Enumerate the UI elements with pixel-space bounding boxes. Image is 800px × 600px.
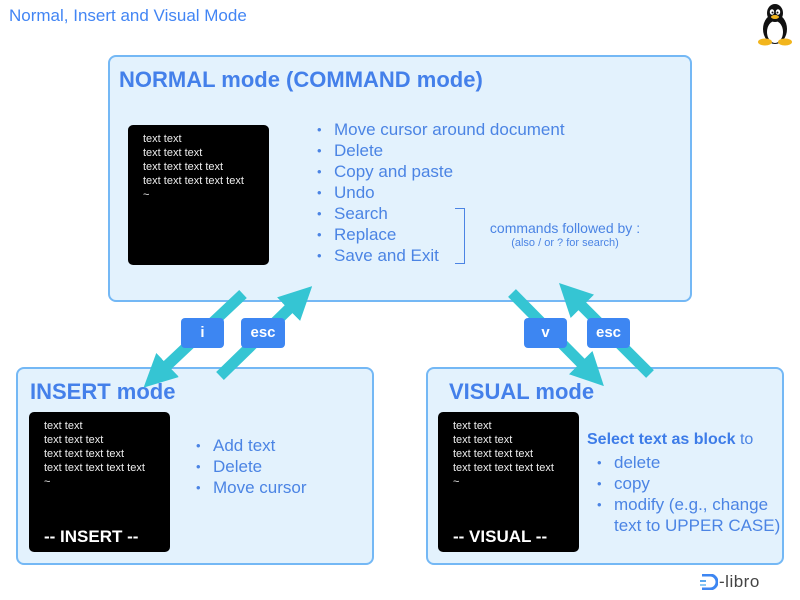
terminal-line: text text text text text [44, 462, 145, 474]
terminal-line: text text text text text [453, 462, 554, 474]
insert-mode-terminal: text text text text text text text text … [29, 412, 170, 552]
terminal-line: text text text text [143, 161, 224, 173]
page-title: Normal, Insert and Visual Mode [9, 6, 247, 25]
insert-status-line: -- INSERT -- [44, 527, 139, 546]
terminal-line: text text [143, 133, 182, 145]
normal-mode-features: Move cursor around document Delete Copy … [315, 119, 565, 266]
feature-item: copy [595, 473, 785, 494]
key-esc-visual: esc [587, 318, 630, 348]
visual-mode-features: delete copy modify (e.g., change text to… [595, 452, 785, 536]
key-v: v [524, 318, 567, 348]
terminal-line: ~ [453, 476, 460, 488]
terminal-line: text text [453, 420, 492, 432]
normal-mode-terminal: text text text text text text text text … [128, 125, 269, 265]
visual-description-rest: to [735, 431, 754, 448]
feature-item: Delete [315, 140, 565, 161]
commands-note-sub: (also / or ? for search) [511, 237, 619, 249]
linux-tux-icon [758, 4, 792, 46]
terminal-line: text text text text [453, 448, 534, 460]
d-libro-logo-icon [700, 574, 718, 590]
feature-item: Replace [315, 224, 565, 245]
terminal-line: text text text [143, 147, 203, 159]
feature-item: Search [315, 203, 565, 224]
terminal-line: text text [44, 420, 83, 432]
visual-mode-terminal: text text text text text text text text … [438, 412, 579, 552]
feature-item: Copy and paste [315, 161, 565, 182]
terminal-line: text text text text [44, 448, 125, 460]
visual-description-bold: Select text as block [587, 431, 736, 448]
logo-text: -libro [719, 572, 760, 591]
feature-item: delete [595, 452, 785, 473]
feature-item: Move cursor [194, 477, 307, 498]
feature-item: Move cursor around document [315, 119, 565, 140]
visual-mode-description: Select text as block to [587, 431, 753, 449]
terminal-line: text text text [453, 434, 513, 446]
feature-item: Save and Exit [315, 245, 565, 266]
feature-item: Add text [194, 435, 307, 456]
normal-mode-title: NORMAL mode (COMMAND mode) [119, 67, 483, 92]
terminal-line: ~ [143, 189, 150, 201]
key-esc-insert: esc [241, 318, 285, 348]
terminal-line: ~ [44, 476, 51, 488]
feature-item: Undo [315, 182, 565, 203]
visual-status-line: -- VISUAL -- [453, 527, 548, 546]
insert-mode-features: Add text Delete Move cursor [194, 435, 307, 498]
commands-note: commands followed by : (also / or ? for … [470, 220, 660, 249]
key-i: i [181, 318, 224, 348]
commands-bracket [455, 208, 465, 264]
feature-item: Delete [194, 456, 307, 477]
feature-item: modify (e.g., change text to UPPER CASE) [595, 494, 785, 536]
commands-note-main: commands followed by : [489, 220, 641, 236]
d-libro-logo: -libro [700, 572, 760, 592]
terminal-line: text text text text text [143, 175, 244, 187]
terminal-line: text text text [44, 434, 104, 446]
